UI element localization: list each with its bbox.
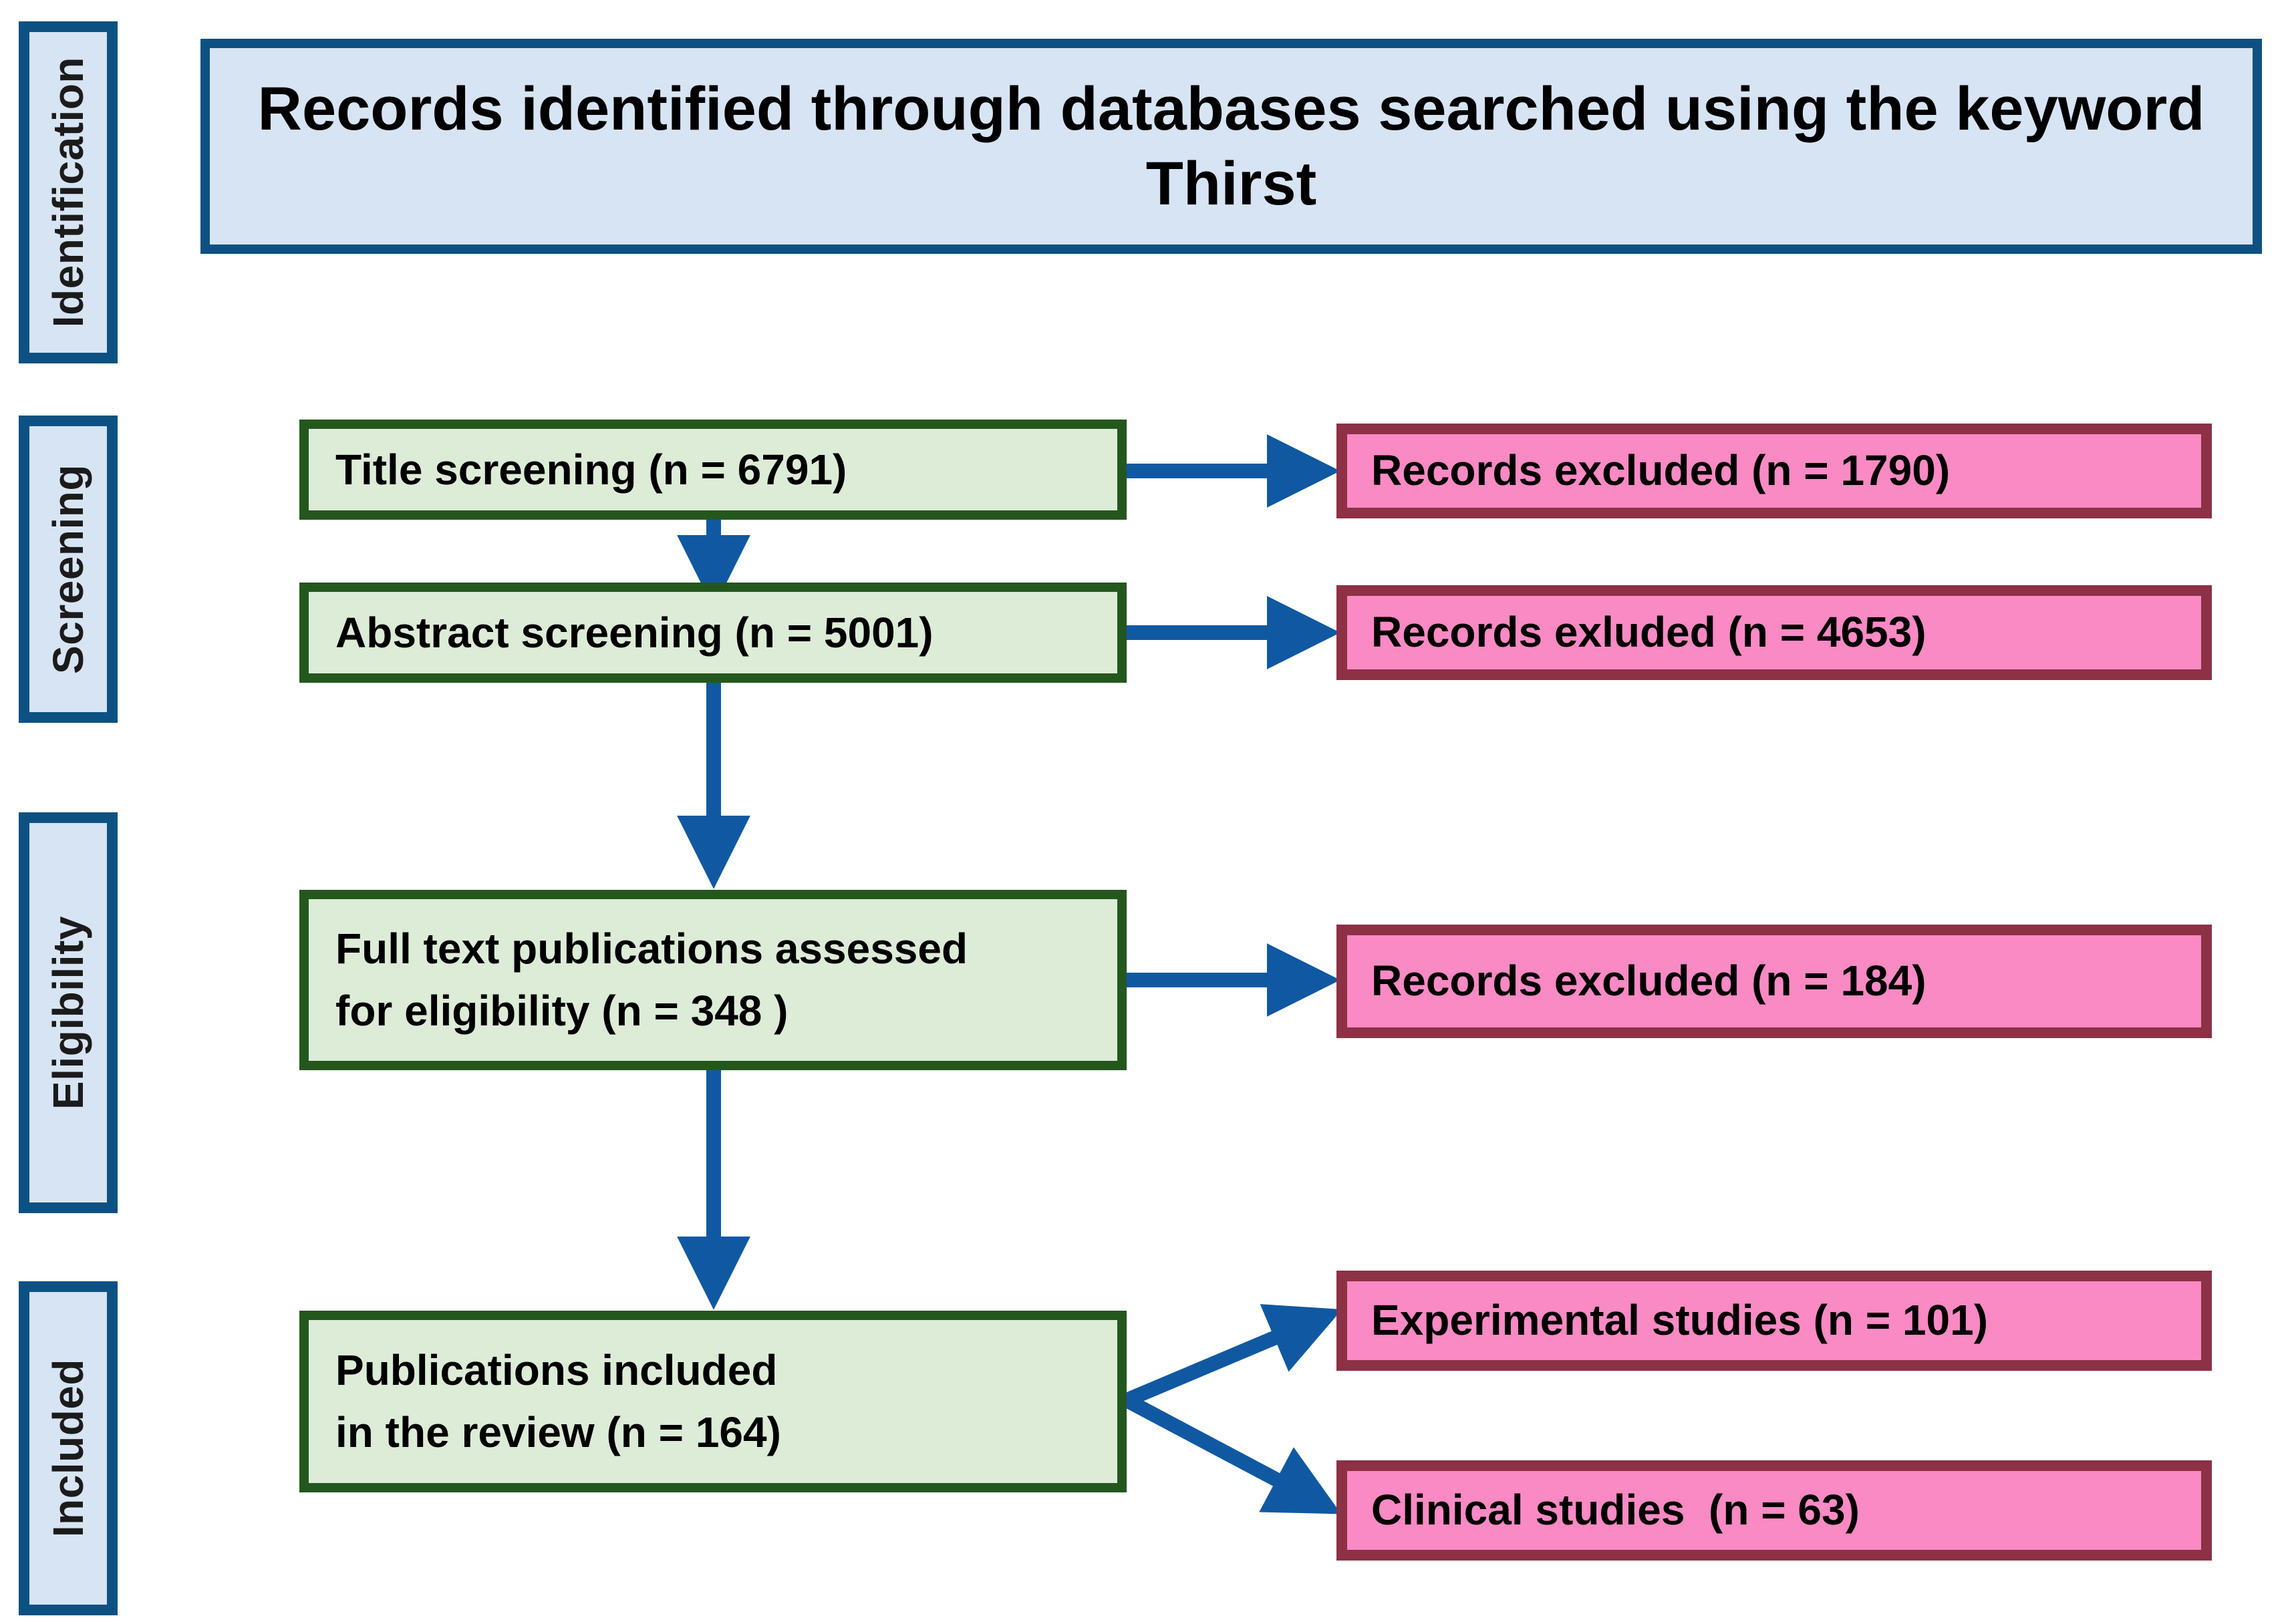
arrow-included-to-clinical [1123,1394,1342,1514]
box-full-text-eligibility: Full text publications assessed for elig… [299,890,1127,1070]
box-experimental-studies-text: Experimental studies (n = 101) [1371,1296,1988,1345]
box-publications-included-text: Publications included in the review (n =… [335,1346,781,1456]
stage-identification: Identification [19,21,118,363]
box-title-screening-text: Title screening (n = 6791) [335,445,847,494]
box-experimental-studies: Experimental studies (n = 101) [1336,1271,2212,1371]
box-publications-included: Publications included in the review (n =… [299,1311,1127,1492]
stage-label-included: Included [44,1359,92,1538]
box-clinical-studies-text: Clinical studies (n = 63) [1371,1486,1860,1534]
stage-screening: Screening [19,416,118,723]
box-records-excluded-title: Records excluded (n = 1790) [1336,424,2212,518]
box-abstract-screening: Abstract screening (n = 5001) [299,583,1127,683]
stage-label-identification: Identification [44,57,92,328]
page-title: Records identified through databases sea… [257,74,2205,218]
box-records-excluded-fulltext: Records excluded (n = 184) [1336,925,2212,1038]
stage-eligibility: Eligibility [19,812,118,1213]
box-records-excluded-abstract-text: Records exluded (n = 4653) [1371,608,1926,657]
identification-header-box: Records identified through databases sea… [200,39,2262,254]
box-clinical-studies: Clinical studies (n = 63) [1336,1460,2212,1561]
box-title-screening: Title screening (n = 6791) [299,420,1127,520]
arrow-included-to-experimental [1123,1304,1342,1408]
stage-label-eligibility: Eligibility [44,916,92,1110]
stage-included: Included [19,1281,118,1615]
box-records-excluded-abstract: Records exluded (n = 4653) [1336,585,2212,680]
box-records-excluded-fulltext-text: Records excluded (n = 184) [1371,957,1926,1005]
box-full-text-eligibility-text: Full text publications assessed for elig… [335,925,968,1035]
stage-label-screening: Screening [44,464,92,674]
box-records-excluded-title-text: Records excluded (n = 1790) [1371,446,1951,495]
box-abstract-screening-text: Abstract screening (n = 5001) [335,608,934,657]
